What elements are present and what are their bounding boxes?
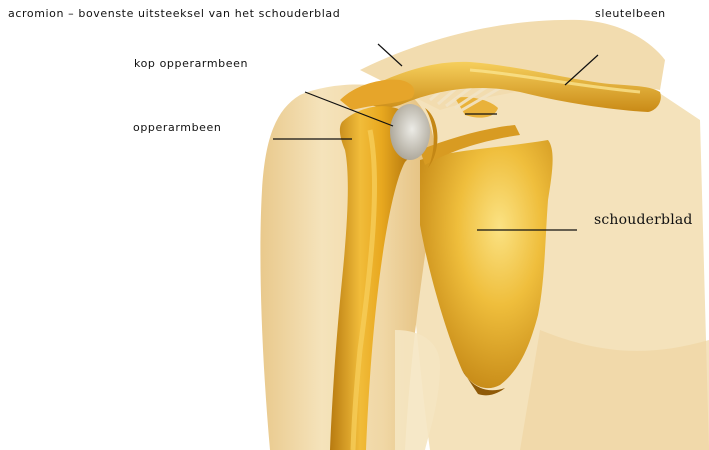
label-kop-opperarmbeen: kop opperarmbeen bbox=[134, 57, 248, 70]
label-schouderblad: schouderblad bbox=[594, 212, 693, 228]
humeral-head bbox=[390, 104, 430, 160]
label-opperarmbeen: opperarmbeen bbox=[133, 121, 221, 134]
label-sleutelbeen: sleutelbeen bbox=[595, 7, 666, 20]
label-acromion: acromion – bovenste uitsteeksel van het … bbox=[8, 7, 340, 20]
